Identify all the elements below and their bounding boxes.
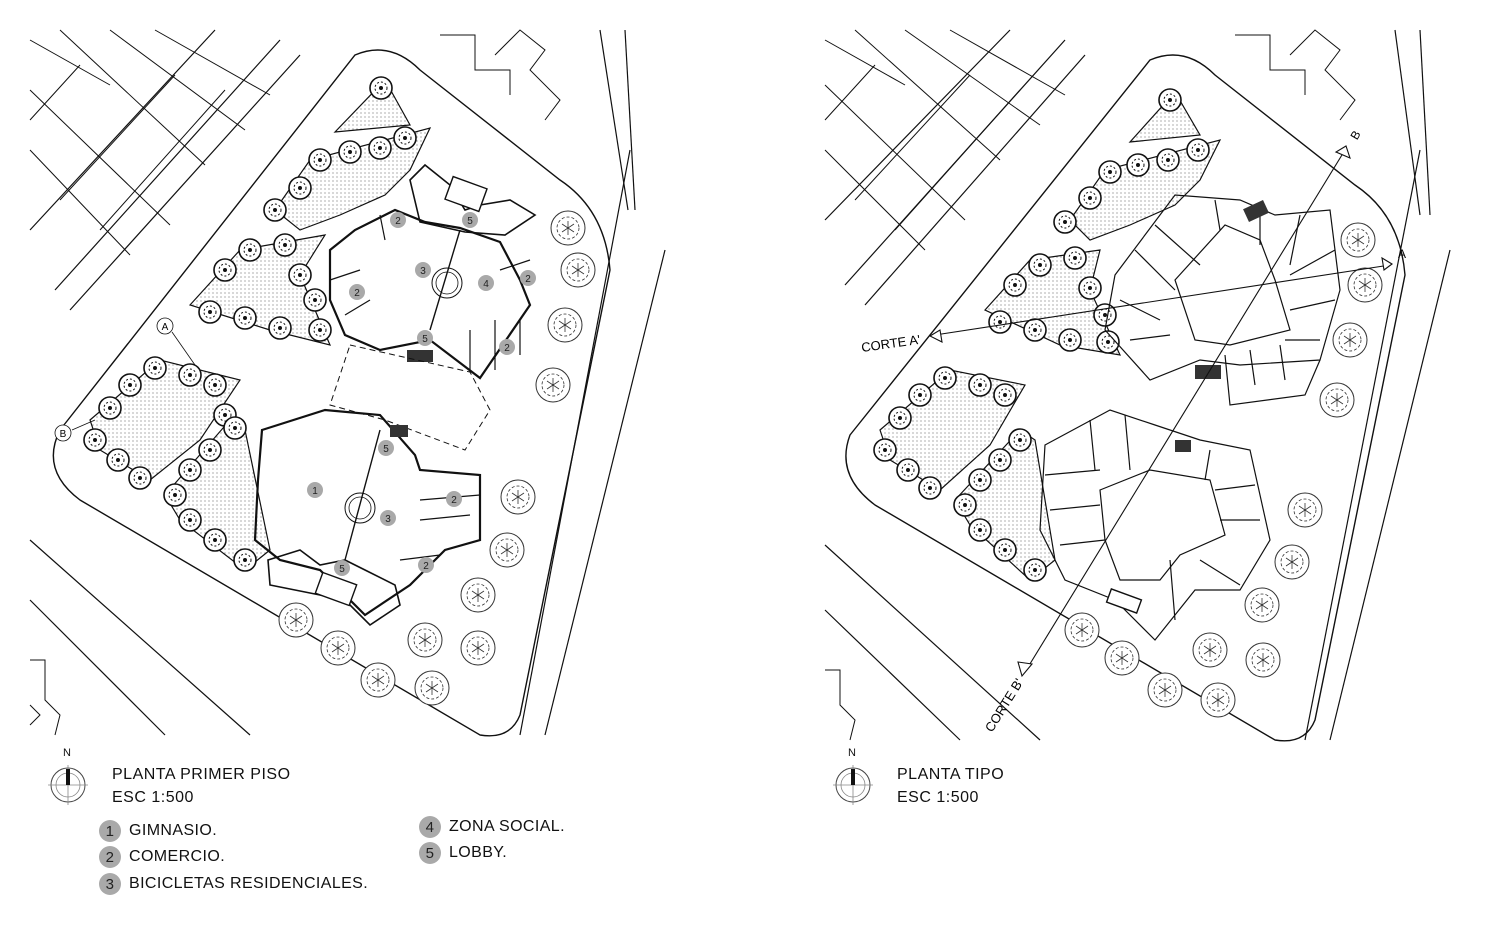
svg-text:3: 3 — [420, 266, 426, 277]
section-b-end: B — [1347, 128, 1363, 142]
room-bubble-2e: 2 — [446, 491, 462, 507]
left-lower-stair — [314, 571, 358, 607]
room-bubble-5b: 5 — [417, 330, 433, 346]
svg-text:4: 4 — [483, 279, 489, 290]
room-bubble-3a: 3 — [415, 262, 431, 278]
right-upper-stair — [1195, 365, 1221, 379]
left-lower-fountain — [344, 492, 376, 524]
left-top-buildings — [29, 29, 561, 736]
legend-item-5: 5 LOBBY. — [419, 842, 507, 864]
room-bubble-5d: 5 — [334, 560, 350, 576]
svg-text:2: 2 — [395, 216, 401, 227]
left-room-bubbles: 1 2 2 2 2 2 2 3 3 4 5 5 5 5 — [307, 212, 536, 576]
right-north-label: N — [848, 747, 856, 759]
right-plan-title: PLANTA TIPO — [897, 766, 1005, 783]
section-a-label: CORTE A' — [860, 332, 921, 355]
room-bubble-2d: 2 — [499, 339, 515, 355]
right-upper-block — [1104, 194, 1341, 406]
room-bubble-1: 1 — [307, 482, 323, 498]
svg-text:2: 2 — [525, 274, 531, 285]
room-bubble-5a: 5 — [462, 212, 478, 228]
svg-text:B: B — [60, 429, 67, 440]
left-upper-stair — [444, 175, 488, 213]
svg-text:5: 5 — [383, 444, 389, 455]
section-b-label: CORTE B' — [982, 676, 1027, 735]
svg-text:2: 2 — [504, 343, 510, 354]
room-bubble-5c: 5 — [378, 440, 394, 456]
legend-item-4: 4 ZONA SOCIAL. — [419, 816, 565, 838]
left-marker-a: A — [156, 317, 196, 366]
section-a-end: A — [1398, 247, 1406, 261]
svg-text:1: 1 — [312, 486, 318, 497]
right-lower-stair — [1105, 588, 1143, 614]
room-bubble-2b: 2 — [349, 284, 365, 300]
left-marker-b: B — [54, 419, 96, 442]
left-plan-title: PLANTA PRIMER PISO — [112, 766, 291, 783]
legend-label: GIMNASIO. — [129, 822, 218, 839]
svg-text:5: 5 — [467, 216, 473, 227]
svg-text:2: 2 — [423, 561, 429, 572]
right-site-boundary — [845, 54, 1406, 742]
right-planters — [879, 90, 1222, 581]
room-bubble-3b: 3 — [380, 510, 396, 526]
legend-label: LOBBY. — [449, 844, 508, 861]
left-north-arrow — [48, 765, 88, 805]
left-planters — [89, 78, 432, 571]
left-plaza — [329, 344, 491, 451]
legend-item-3: 3 BICICLETAS RESIDENCIALES. — [99, 873, 368, 895]
left-upper-building — [328, 163, 537, 380]
legend-number: 3 — [99, 873, 121, 895]
section-line-a — [928, 256, 1393, 343]
legend-label: COMERCIO. — [129, 848, 226, 865]
legend-label: BICICLETAS RESIDENCIALES. — [129, 875, 369, 892]
right-plan: A B CORTE A' CORTE B' — [824, 29, 1451, 742]
section-line-b — [1017, 145, 1351, 678]
svg-text:2: 2 — [451, 495, 457, 506]
legend-number: 2 — [99, 846, 121, 868]
left-upper-fountain — [431, 267, 463, 299]
left-north-label: N — [63, 747, 71, 759]
left-plan: 1 2 2 2 2 2 2 3 3 4 5 5 5 5 A B — [29, 29, 666, 737]
svg-text:5: 5 — [422, 334, 428, 345]
legend-item-1: 1 GIMNASIO. — [99, 820, 217, 842]
room-bubble-2a: 2 — [390, 212, 406, 228]
room-bubble-2f: 2 — [418, 557, 434, 573]
left-site-boundary — [52, 49, 611, 737]
left-lower-building — [253, 408, 482, 627]
right-lower-block — [1039, 409, 1271, 641]
legend-number: 5 — [419, 842, 441, 864]
room-bubble-2c: 2 — [520, 270, 536, 286]
left-block-grid — [29, 29, 271, 256]
svg-text:3: 3 — [385, 514, 391, 525]
right-plan-scale: ESC 1:500 — [897, 789, 979, 806]
legend-label: ZONA SOCIAL. — [449, 818, 565, 835]
right-boundary-trees — [1064, 222, 1383, 718]
right-lower-stair-2 — [1175, 440, 1191, 452]
right-block-grid — [824, 29, 1066, 251]
svg-text:2: 2 — [354, 288, 360, 299]
right-upper-stair-2 — [1243, 200, 1269, 222]
legend-number: 4 — [419, 816, 441, 838]
left-plan-scale: ESC 1:500 — [112, 789, 194, 806]
right-top-buildings — [825, 29, 1356, 741]
left-boundary-trees — [278, 210, 596, 706]
left-lower-stair-2 — [390, 425, 408, 437]
legend-number: 1 — [99, 820, 121, 842]
left-upper-stair-2 — [407, 350, 433, 362]
right-north-arrow — [833, 765, 873, 805]
svg-text:A: A — [162, 322, 169, 333]
svg-text:5: 5 — [339, 564, 345, 575]
room-bubble-4: 4 — [478, 275, 494, 291]
legend-item-2: 2 COMERCIO. — [99, 846, 225, 868]
